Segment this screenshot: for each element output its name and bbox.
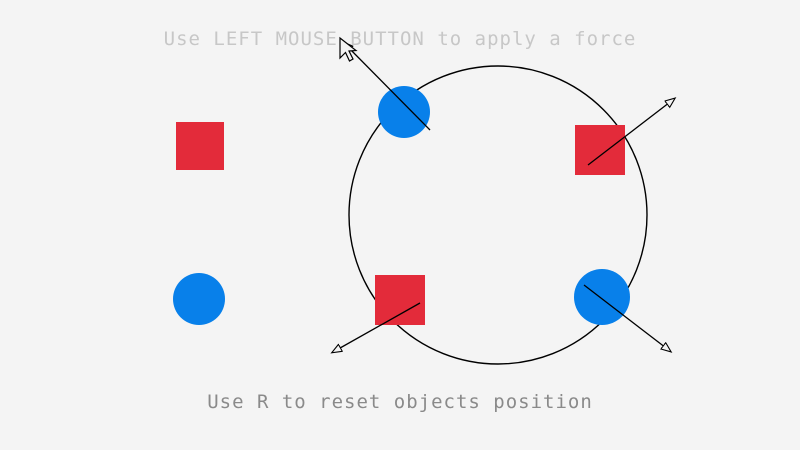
body-circle-bottom-left[interactable]: [173, 273, 225, 325]
constraint-circle: [348, 65, 648, 365]
body-square-top-right[interactable]: [575, 125, 625, 175]
body-square-bottom[interactable]: [375, 275, 425, 325]
body-square-left[interactable]: [176, 122, 224, 170]
force-vector-square-top-right: [587, 99, 674, 166]
body-circle-bottom-right[interactable]: [574, 269, 630, 325]
hint-text-apply-force: Use LEFT MOUSE BUTTON to apply a force: [163, 28, 637, 50]
force-vector-square-bottom: [333, 302, 421, 352]
force-vector-circle-top: [344, 43, 431, 131]
force-vector-circle-bottom-right: [583, 284, 670, 351]
hint-text-reset-objects: Use R to reset objects position: [207, 391, 593, 413]
body-circle-top[interactable]: [378, 86, 430, 138]
